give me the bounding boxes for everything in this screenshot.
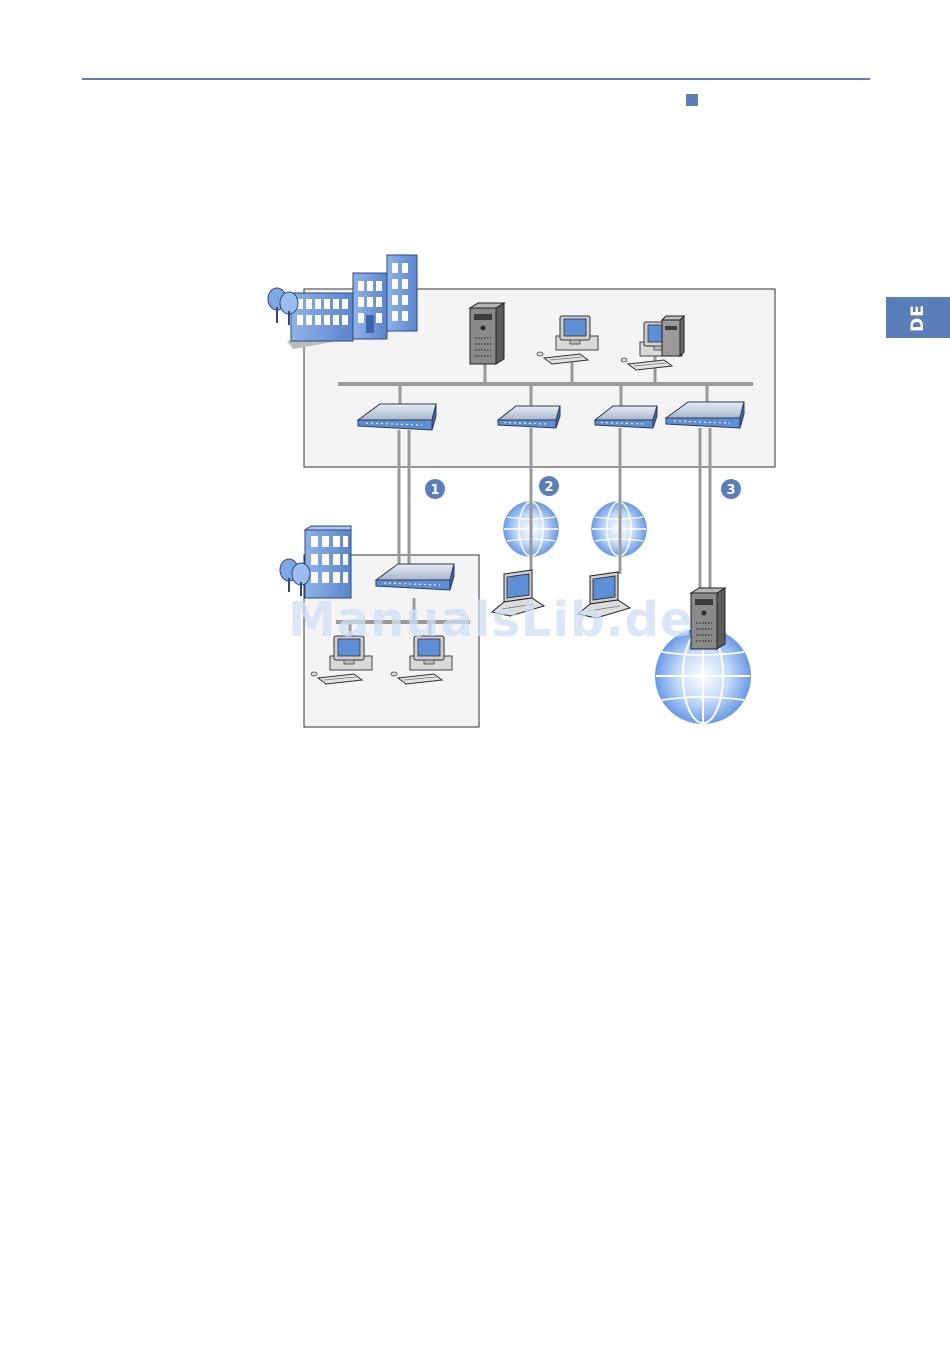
badge-3: 3 [721, 479, 741, 499]
svg-text:2: 2 [544, 480, 553, 495]
tower-pc-icon [662, 316, 684, 356]
svg-text:3: 3 [726, 483, 735, 498]
server-icon [470, 303, 504, 364]
server-icon [691, 588, 725, 649]
svg-text:1: 1 [430, 483, 439, 498]
badge-1: 1 [425, 479, 445, 499]
badge-2: 2 [539, 476, 559, 496]
watermark: ManualsLib.de [288, 592, 693, 648]
building-icon [280, 526, 351, 598]
